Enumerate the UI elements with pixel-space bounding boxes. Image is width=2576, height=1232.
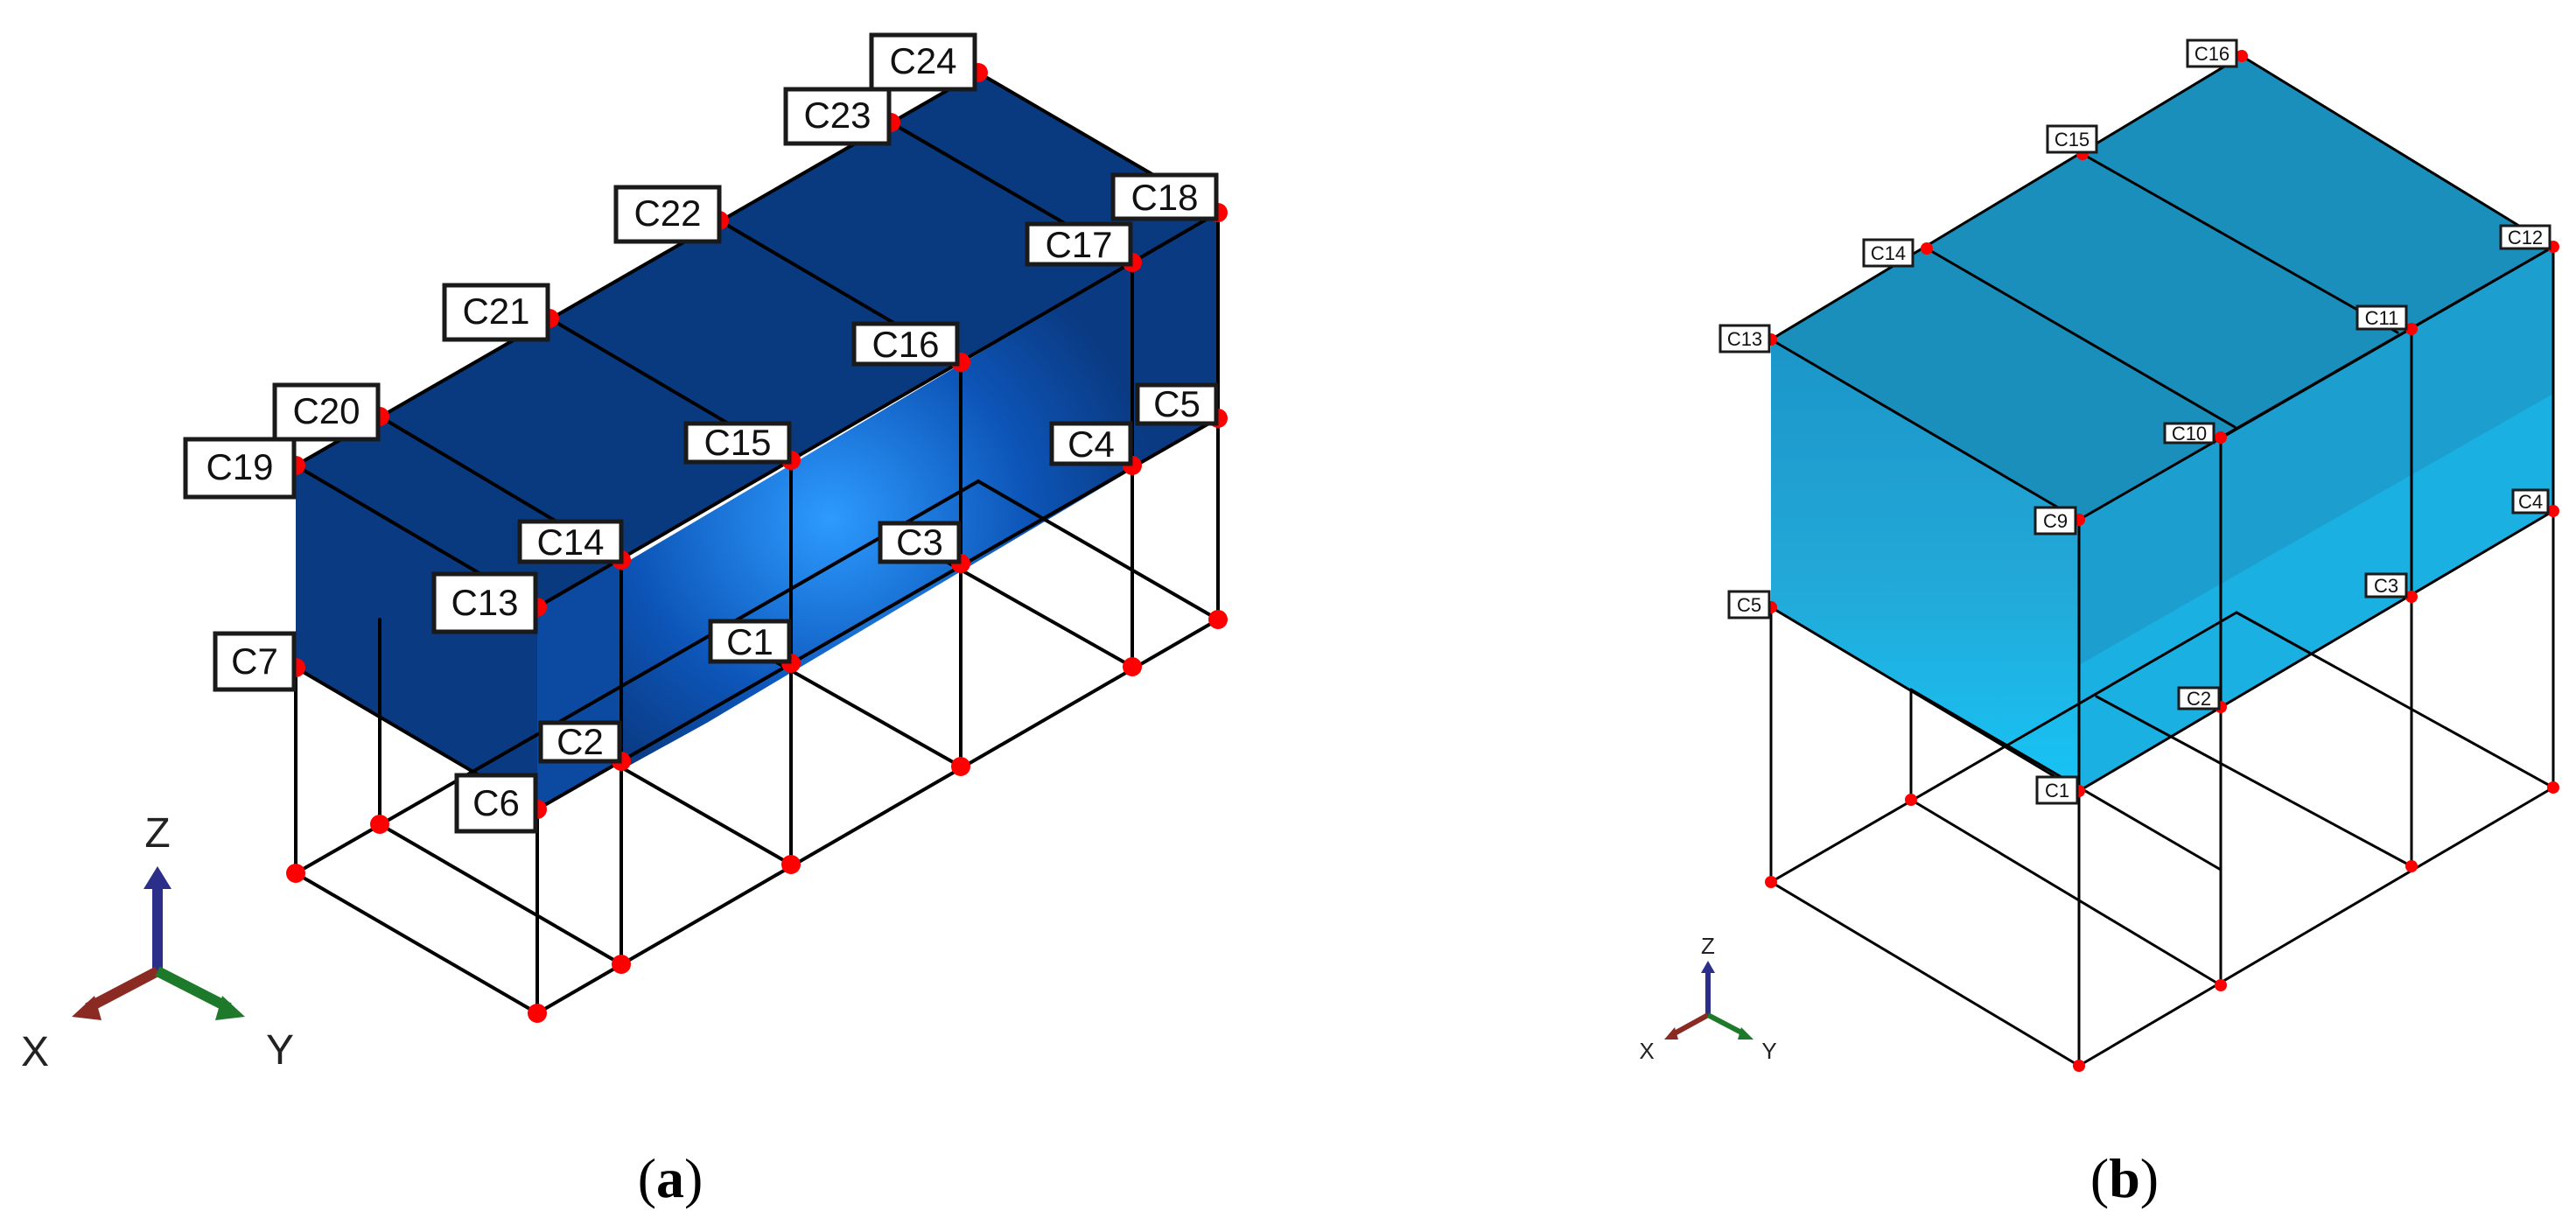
panel-a-roof [296,73,1218,607]
node-label-c2: C2 [2177,686,2221,710]
svg-text:C12: C12 [2508,227,2543,248]
x-axis-label: X [21,1029,49,1075]
node-label-c4: C4 [2511,488,2550,514]
svg-text:C4: C4 [1068,424,1115,465]
node-label-c21: C21 [442,283,550,342]
panel-b-lines [1769,54,2555,1068]
svg-text:C4: C4 [2518,491,2543,513]
svg-text:C1: C1 [2045,780,2069,802]
svg-text:C20: C20 [292,390,360,431]
panel-a: C19 C20 C21 C22 C23 C24 [21,32,1228,1209]
svg-text:C14: C14 [1871,242,1906,264]
svg-text:C15: C15 [704,422,771,463]
z-axis-arrowhead [1701,961,1715,973]
panel-a-axis-triad: Z X Y [21,810,294,1075]
panel-b-axis-triad: Z X Y [1639,933,1776,1064]
svg-text:C5: C5 [1153,383,1200,424]
svg-text:C5: C5 [1737,594,1761,616]
panel-a-left-wall [296,466,537,809]
y-axis-arrowhead [215,996,245,1020]
svg-text:C6: C6 [472,782,520,823]
x-axis-arrow [85,966,160,1013]
z-axis-label: Z [144,810,170,857]
node-label-c16: C16 [851,321,960,367]
svg-text:C16: C16 [872,324,939,365]
node-label-c1: C1 [2035,775,2079,805]
node-label-c4: C4 [1049,421,1133,466]
svg-text:C13: C13 [451,582,518,623]
y-axis-label: Y [266,1027,294,1074]
node-label-c14: C14 [1862,238,1914,268]
svg-text:C17: C17 [1045,224,1112,265]
panel-b-node-labels: C13 C14 C15 C16 C12 C11 [1718,38,2552,805]
node-label-c3: C3 [2364,572,2408,598]
node-label-c16: C16 [2186,38,2238,68]
svg-text:C1: C1 [726,621,774,662]
x-axis-arrowhead [1664,1027,1678,1040]
svg-text:C16: C16 [2194,43,2230,65]
node-label-c18: C18 [1110,172,1219,221]
svg-text:C3: C3 [2374,575,2398,597]
panel-b-left-wall [1771,340,2079,791]
panel-b-caption: (b) [2090,1147,2159,1209]
svg-text:C22: C22 [634,192,701,234]
node-label-c14: C14 [517,519,624,564]
x-axis-arrow [1671,1012,1710,1037]
panel-a-caption: (a) [638,1147,704,1209]
node-label-c1: C1 [708,619,792,664]
node-label-c10: C10 [2163,422,2216,444]
svg-text:C15: C15 [2054,129,2090,150]
node-label-c9: C9 [2034,506,2077,536]
svg-text:C7: C7 [231,640,278,682]
svg-text:C9: C9 [2043,510,2068,532]
node-label-c15: C15 [683,421,792,465]
svg-text:C2: C2 [556,721,604,762]
svg-text:C2: C2 [2187,688,2211,710]
svg-text:C18: C18 [1130,177,1198,218]
node-label-c5: C5 [1727,590,1771,620]
node-label-c17: C17 [1025,221,1133,267]
svg-text:C23: C23 [803,94,871,136]
node-label-c12: C12 [2499,224,2552,250]
x-axis-label: X [1639,1038,1654,1064]
z-axis-label: Z [1701,933,1715,959]
node-label-c2: C2 [538,720,622,764]
svg-text:C11: C11 [2365,307,2399,329]
node-label-c5: C5 [1135,382,1219,426]
svg-text:C19: C19 [206,446,273,487]
panel-b: C13 C14 C15 C16 C12 C11 [1639,38,2559,1209]
panel-b-roof [1771,56,2553,520]
node-label-c6: C6 [454,773,538,834]
svg-text:C24: C24 [889,40,956,81]
node-label-c3: C3 [878,521,962,564]
svg-text:C10: C10 [2172,423,2207,444]
panel-a-node-labels: C19 C20 C21 C22 C23 C24 [183,32,1219,834]
node-label-c13: C13 [431,571,538,634]
node-label-c24: C24 [869,32,977,92]
node-label-c20: C20 [272,382,381,442]
node-label-c7: C7 [213,631,297,692]
z-axis-arrowhead [144,866,172,889]
y-axis-arrowhead [1738,1027,1754,1040]
y-axis-label: Y [1761,1038,1776,1064]
svg-text:C14: C14 [536,522,604,563]
x-axis-arrowhead [72,996,102,1020]
node-label-c22: C22 [613,185,722,244]
node-label-c11: C11 [2356,304,2408,331]
y-axis-arrow [1706,1012,1746,1037]
svg-text:C13: C13 [1727,328,1762,350]
svg-text:C21: C21 [462,290,529,332]
node-label-c19: C19 [183,437,297,500]
node-label-c23: C23 [783,87,892,146]
node-label-c13: C13 [1718,324,1771,354]
node-label-c15: C15 [2046,124,2098,154]
y-axis-arrow [155,966,232,1013]
svg-text:C3: C3 [896,522,943,563]
